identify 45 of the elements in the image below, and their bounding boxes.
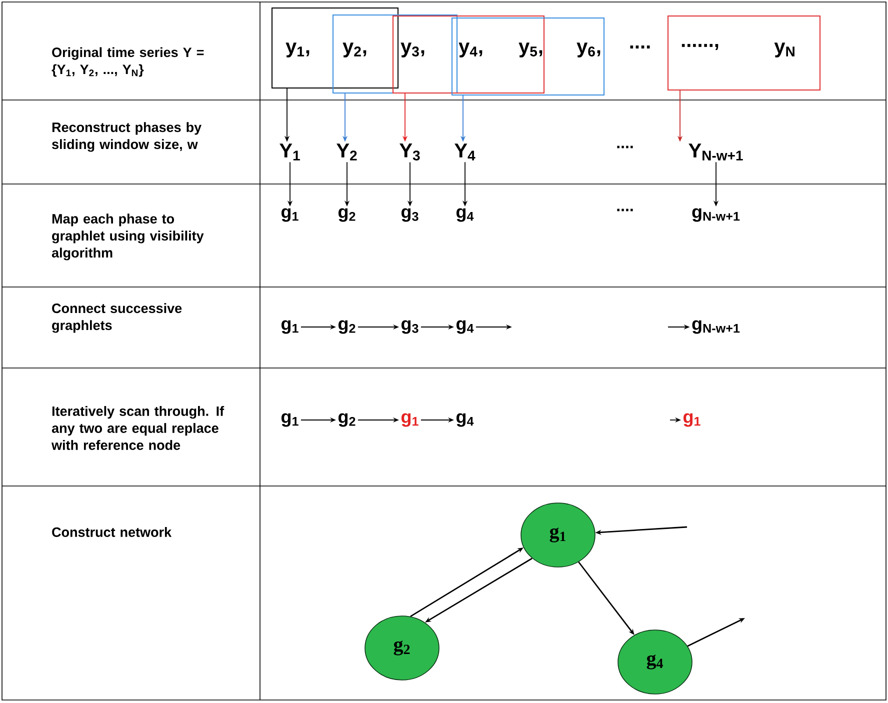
ellipsis: ....: [617, 208, 633, 212]
symbol-text: g$_{4}$: [456, 413, 474, 427]
symbol-text: g$_{3}$: [402, 208, 418, 222]
symbol-text: g$_{4}$: [456, 320, 474, 334]
symbol-text: Y$_{N-w+1}$: [688, 144, 743, 160]
row-heading: Connect successive graphlets: [52, 303, 182, 333]
series-value: ....: [630, 46, 650, 48]
series-value: y$_{3}$,: [400, 42, 424, 58]
symbol-text: g$_{1}$: [282, 413, 298, 427]
series-value: y$_{1}$,: [286, 42, 310, 58]
ellipsis: ....: [617, 146, 633, 148]
symbol-text: g$_{1}$: [402, 413, 418, 427]
window-box: [392, 16, 544, 94]
graph-node: g$_{1}$: [520, 502, 596, 568]
symbol-text: g$_{1}$: [684, 413, 700, 427]
window-box: [452, 18, 604, 96]
window-box: [332, 14, 458, 94]
symbol-text: g$_{1}$: [282, 208, 298, 222]
symbol-text: g$_{4}$: [456, 208, 474, 222]
series-value: y$_{6}$,: [576, 42, 600, 58]
series-value: y$_{4}$,: [458, 42, 482, 58]
symbol-text: Y$_{1}$: [280, 144, 300, 160]
symbol-text: g$_{N-w+1}$: [692, 320, 740, 334]
symbol-text: Y$_{3}$: [400, 143, 420, 160]
symbol-text: g$_{2}$: [338, 413, 356, 427]
symbol-text: Y$_{2}$: [336, 144, 357, 160]
graph-node: g$_{4}$: [618, 630, 692, 694]
symbol-text: g$_{2}$: [338, 208, 356, 222]
row-heading: Construct network: [52, 527, 172, 537]
symbol-text: g$_{1}$: [282, 320, 298, 334]
row-heading: Reconstruct phases by sliding window size, w: [52, 122, 202, 152]
window-box: [668, 16, 820, 90]
row-heading: Iteratively scan through. If any two are equal replace with reference node: [52, 406, 224, 450]
symbol-text: g$_{3}$: [402, 320, 418, 334]
series-value: y$_{5}$,: [518, 42, 542, 58]
row-heading: Map each phase to graphlet using visibility algorithm: [52, 214, 204, 260]
series-value: y$_{N}$: [774, 42, 794, 58]
series-value: ......,: [682, 44, 718, 50]
graph-node: g$_{2}$: [364, 616, 440, 680]
symbol-text: g$_{N-w+1}$: [692, 208, 740, 222]
symbol-text: g$_{2}$: [338, 320, 356, 334]
symbol-text: Y$_{4}$: [454, 144, 476, 160]
series-value: y$_{2}$,: [342, 42, 366, 58]
window-box: [272, 8, 398, 88]
row-heading: Original time series Y = {Y$_{1}$, Y$_{2}$, ..., Y$_{N}$}: [52, 47, 204, 77]
